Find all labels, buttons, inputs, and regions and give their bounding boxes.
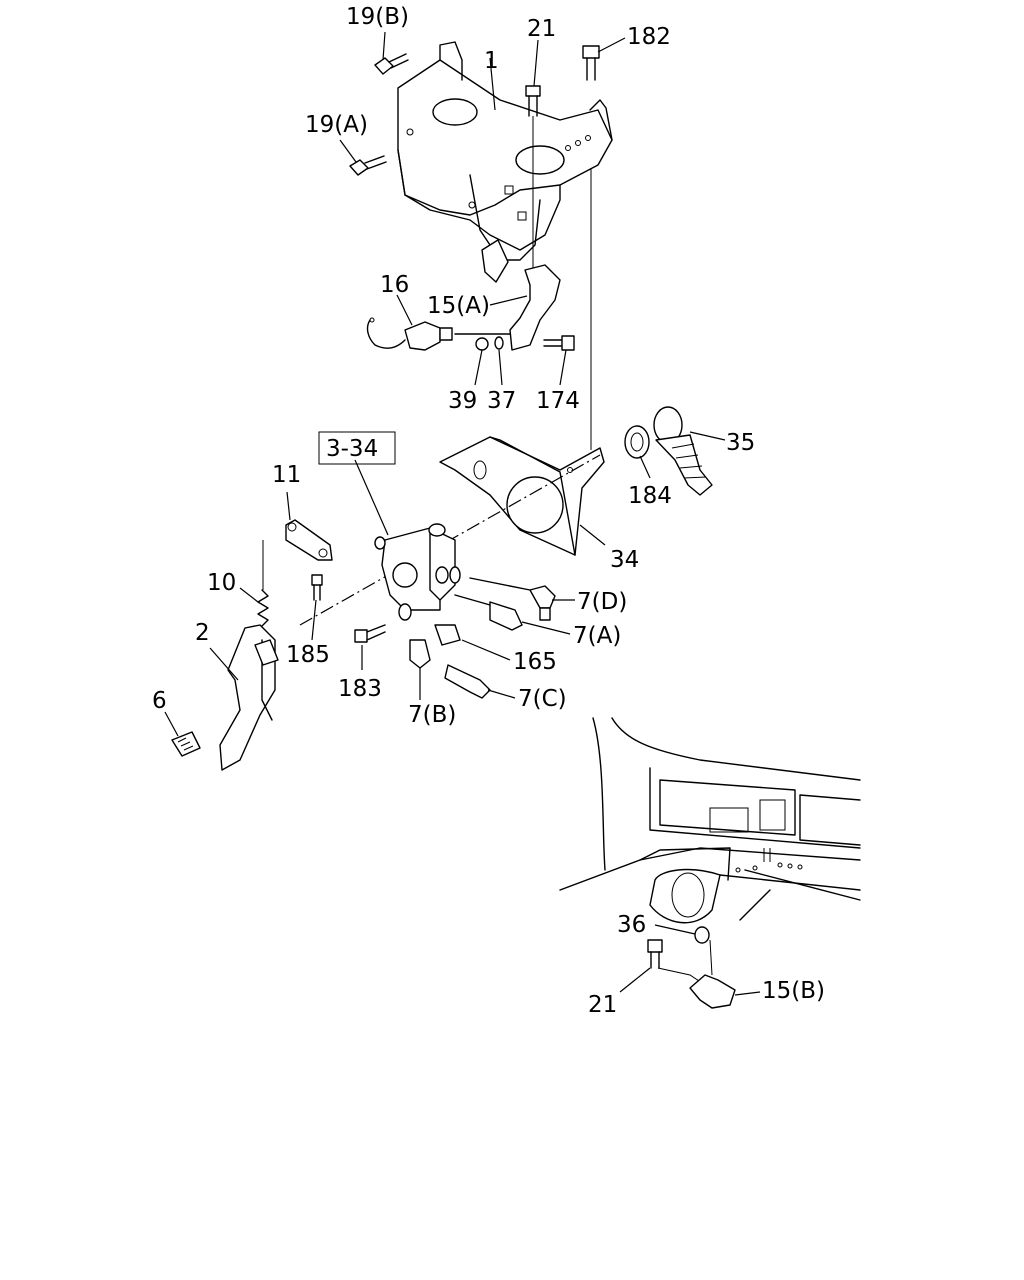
bolt-182 <box>582 45 600 81</box>
callout-15a: 15(A) <box>427 293 490 319</box>
pin-near-183 <box>398 603 412 621</box>
washer-37 <box>494 336 504 350</box>
callout-16: 16 <box>380 272 409 298</box>
callout-7d: 7(D) <box>577 589 627 615</box>
bolt-21-top <box>525 85 541 117</box>
clutch-switch-16 <box>366 317 453 351</box>
switch-bracket-15a <box>454 264 561 351</box>
bolt-19b <box>374 53 409 75</box>
callout-34: 34 <box>610 547 639 573</box>
callout-36: 36 <box>617 912 646 938</box>
bolt-19a <box>349 155 387 176</box>
callout-35: 35 <box>726 430 755 456</box>
cab-interior-view <box>559 717 861 924</box>
callout-183: 183 <box>338 676 382 702</box>
callout-185: 185 <box>286 642 330 668</box>
link-11 <box>285 519 333 561</box>
fitting-7b <box>409 639 431 669</box>
mounting-plate-34 <box>439 436 605 556</box>
callout-2: 2 <box>195 620 210 646</box>
bolt-183 <box>354 624 386 643</box>
callout-10: 10 <box>207 570 236 596</box>
callout-7b: 7(B) <box>408 702 456 728</box>
callout-39: 39 <box>448 388 477 414</box>
callout-3-34: 3-34 <box>326 436 378 462</box>
clutch-master-cylinder <box>374 523 461 611</box>
callout-labels: 19(B) 21 182 1 19(A) 16 15(A) 39 37 174 … <box>152 4 825 1018</box>
callout-7a: 7(A) <box>573 623 621 649</box>
nut-39 <box>475 337 489 351</box>
fitting-7a <box>454 594 523 631</box>
bracket-15b <box>689 939 736 1009</box>
callout-182: 182 <box>627 24 671 50</box>
fitting-165 <box>434 624 461 646</box>
callout-165: 165 <box>513 649 557 675</box>
pedal-lever-2 <box>219 624 279 771</box>
callout-1: 1 <box>484 48 499 74</box>
callout-7c: 7(C) <box>518 686 567 712</box>
leader-lines <box>164 31 761 996</box>
pedal-support-bracket <box>397 41 613 283</box>
callout-21-top: 21 <box>527 16 556 42</box>
bolt-21-bottom <box>647 939 706 986</box>
callout-184: 184 <box>628 483 672 509</box>
callout-15b: 15(B) <box>762 978 825 1004</box>
fitting-7c <box>444 664 491 699</box>
boot-35 <box>653 406 713 496</box>
reference-box-3-34 <box>318 431 396 465</box>
clip-36 <box>694 926 710 944</box>
callout-21-bottom: 21 <box>588 992 617 1018</box>
callout-19b: 19(B) <box>346 4 409 30</box>
grommet-184 <box>624 425 650 459</box>
bolt-185 <box>311 574 323 601</box>
callout-6: 6 <box>152 688 167 714</box>
pedal-pad-6 <box>171 731 201 757</box>
spring-10 <box>257 540 269 627</box>
fitting-7d <box>469 577 556 621</box>
callout-19a: 19(A) <box>305 112 368 138</box>
callout-11: 11 <box>272 462 301 488</box>
callout-174: 174 <box>536 388 580 414</box>
callout-37: 37 <box>487 388 516 414</box>
bolt-174 <box>543 335 575 351</box>
